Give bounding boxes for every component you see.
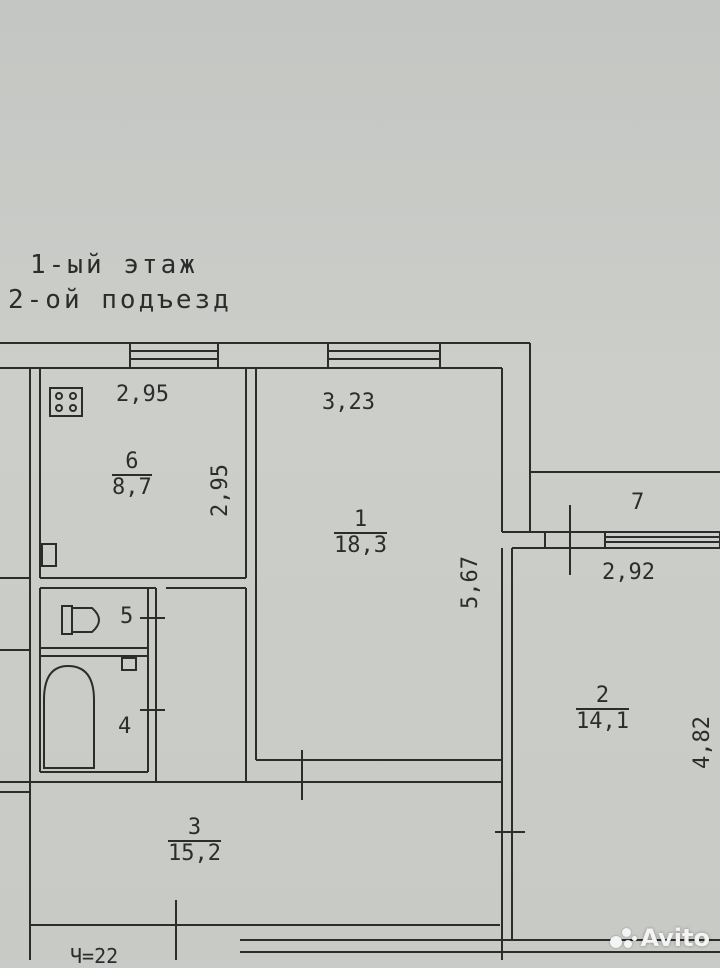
bathtub-icon	[43, 657, 137, 769]
room-5-label: 5	[120, 604, 134, 629]
room-2-label: 2 14,1	[576, 683, 629, 734]
room-2-depth-dimension: 4,82	[689, 716, 715, 769]
room-1-width-dimension: 3,23	[322, 390, 375, 415]
window-room-1	[327, 342, 441, 369]
kitchen-depth-dimension: 2,95	[207, 464, 233, 517]
exterior-wall-right	[501, 343, 720, 549]
room-1-depth-dimension: 5,67	[457, 556, 483, 609]
exterior-wall-top	[0, 342, 530, 369]
entrance-label: 2-ой подъезд	[8, 285, 232, 315]
kitchen-walls	[29, 368, 257, 960]
neighbor-walls	[0, 577, 30, 793]
avito-logo-icon	[610, 928, 638, 950]
stove-icon	[49, 387, 83, 417]
toilet-icon	[61, 605, 100, 635]
kitchen-width-dimension: 2,95	[116, 382, 169, 407]
room-7-label: 7	[631, 490, 645, 515]
avito-watermark: Avito	[610, 924, 710, 952]
balcony-width-dimension: 2,92	[602, 560, 655, 585]
kitchen-sink-icon	[41, 543, 57, 567]
room-1-walls	[246, 548, 525, 960]
bathroom-walls	[30, 588, 246, 783]
room-1-label: 1 18,3	[334, 507, 387, 558]
balcony-door	[545, 505, 720, 575]
room-6-label: 6 8,7	[112, 449, 152, 500]
floor-label: 1-ый этаж	[30, 250, 198, 280]
room-3-label: 3 15,2	[168, 815, 221, 866]
room-4-label: 4	[118, 714, 132, 739]
window-kitchen	[129, 342, 219, 369]
hallway-walls	[30, 900, 720, 960]
cut-off-text: Ч=22	[70, 944, 119, 968]
